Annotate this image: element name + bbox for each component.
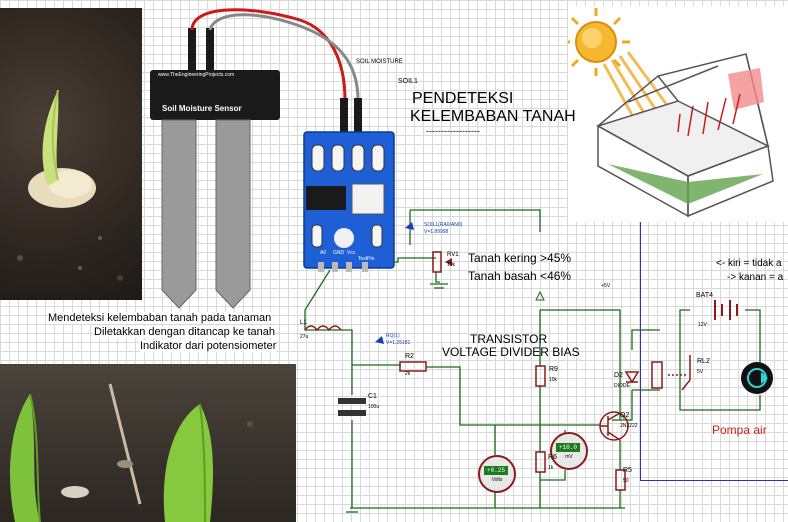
- r6-value: 1k: [548, 465, 554, 471]
- circuit-heading-2: VOLTAGE DIVIDER BIAS: [442, 345, 580, 359]
- millivoltmeter-unit: mV: [565, 454, 573, 460]
- supply-arrow-icon: [535, 290, 545, 301]
- page-title-line1: PENDETEKSI: [412, 90, 514, 107]
- probe-readout-2: V=1.89998: [424, 229, 449, 235]
- capacitor-c1: [338, 398, 366, 416]
- sensor-pin-vcc: Vcc: [347, 250, 356, 256]
- diode-d2: [624, 371, 640, 384]
- resistor-r9: [535, 365, 546, 387]
- threshold-wet: Tanah basah <46%: [468, 269, 572, 283]
- probe-leg-right: [215, 119, 251, 309]
- seedling-sprout-icon: [17, 89, 123, 281]
- ground-symbols: [346, 283, 448, 513]
- relay-rl2: [651, 355, 691, 391]
- r2-value: 2k: [405, 371, 411, 377]
- probe-leg-left: [161, 119, 197, 309]
- bat4-value: 12V: [698, 322, 707, 328]
- sensor-pin-a0: A0: [320, 250, 327, 256]
- c1-value: 100u: [368, 404, 380, 410]
- rl2-value: 5V: [697, 369, 704, 375]
- page-title-line2: KELEMBABAN TANAH: [410, 108, 576, 125]
- description-line2: Diletakkan dengan ditancap ke tanah: [94, 326, 276, 338]
- sensor-pin-testpin: TestPin: [358, 256, 375, 262]
- probe-readout-1: SOIL1(RA0/AN0): [424, 222, 463, 228]
- circuit-heading-1: TRANSISTOR: [470, 332, 548, 346]
- resistor-r5: [615, 469, 626, 491]
- sensor-label-top: SOIL MOISTURE: [356, 59, 403, 65]
- voltmeter-unit: Volts: [491, 477, 503, 483]
- probe-q1: RQ(1): [386, 333, 400, 339]
- d2-value: DIODE: [614, 383, 630, 389]
- rl2-ref: RL2: [697, 358, 710, 365]
- voltmeter-display: +0.25: [484, 466, 508, 475]
- pump-motor-icon: [741, 362, 773, 394]
- resistor-r2: [399, 361, 427, 372]
- sun-icon: [568, 8, 630, 76]
- note-line1: <- kiri = tidak a: [716, 258, 782, 269]
- probe-q-arrow-icon: [375, 336, 384, 344]
- description-line1: Mendeteksi kelembaban tanah pada tanaman: [48, 312, 272, 324]
- probe-arrow-icon: [405, 222, 414, 230]
- r2-ref: R2: [405, 353, 414, 360]
- probe-q1-value: V=1.25181: [386, 340, 411, 346]
- sensor-name: Soil Moisture Sensor: [162, 104, 242, 113]
- r9-ref: R9: [549, 366, 558, 373]
- inductor-l1: [304, 325, 342, 332]
- q2-ref: Q2: [620, 412, 630, 419]
- transistor-q2: [599, 411, 629, 441]
- l1-value: 27u: [300, 334, 309, 340]
- c1-ref: C1: [368, 393, 377, 400]
- potentiometer-rv1: [432, 251, 452, 273]
- page-title-underline: ------------------: [426, 126, 480, 136]
- millivoltmeter: +10.0 mV: [550, 432, 588, 470]
- sensor-ref: SOIL1: [398, 78, 418, 85]
- r6-ref: R6: [548, 454, 557, 461]
- d2-ref: D2: [614, 372, 623, 379]
- seedling-photo-top: [0, 8, 142, 300]
- millivoltmeter-display: +10.0: [556, 443, 580, 452]
- r5-value: 50: [623, 478, 629, 484]
- q2-value: 2N2222: [620, 423, 638, 429]
- description-line3: Indikator dari potensiometer: [140, 340, 277, 352]
- rv1-value: 10k: [447, 262, 456, 268]
- note-line2: -> kanan = a: [727, 272, 784, 283]
- sensor-brand: www.TheEngineeringProjects.com: [158, 72, 235, 78]
- rv1-ref: RV1: [447, 252, 459, 258]
- r5-ref: R5: [623, 467, 632, 474]
- greenhouse-illustration: [568, 6, 788, 222]
- r9-value: 10k: [549, 377, 558, 383]
- bat4-ref: BAT4: [696, 292, 713, 299]
- threshold-dry: Tanah kering >45%: [468, 251, 572, 265]
- pump-label: Pompa air: [712, 423, 767, 437]
- supply-label: +5V: [601, 283, 611, 289]
- seedling-photo-bottom: [0, 364, 296, 522]
- sensor-probe-head: [150, 70, 280, 120]
- battery-bat4: [714, 300, 738, 320]
- corn-sprouts-icon: [10, 383, 253, 522]
- voltmeter: +0.25 Volts: [478, 455, 516, 493]
- sensor-pin-gnd: GND: [333, 250, 345, 256]
- resistor-r6: [535, 451, 546, 473]
- l1-ref: L1: [300, 320, 307, 326]
- sheet-border: [640, 222, 788, 481]
